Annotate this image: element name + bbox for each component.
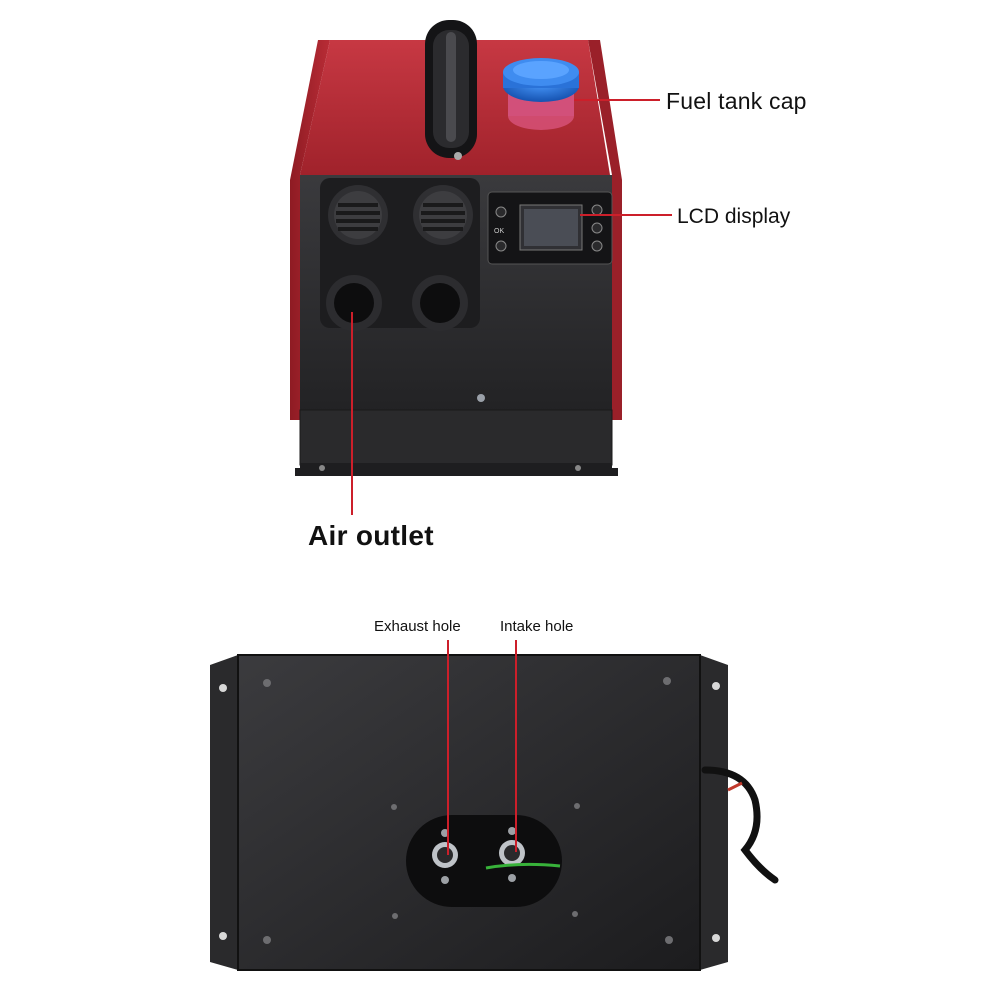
heater-unit: OK	[290, 20, 672, 515]
air-outlet-label: Air outlet	[308, 520, 434, 551]
lcd-control-panel: OK	[487, 191, 613, 265]
exhaust-hole	[432, 829, 458, 884]
vent-top-left	[328, 185, 388, 245]
fuel-tank-cap-label: Fuel tank cap	[666, 88, 807, 114]
intake-hole-label: Intake hole	[500, 618, 574, 635]
vent-top-right	[413, 185, 473, 245]
lcd-display-label: LCD display	[677, 205, 791, 228]
carry-handle	[425, 20, 477, 160]
power-cable	[701, 766, 779, 884]
outlet-pipe-right	[412, 275, 468, 331]
intake-hole	[485, 827, 561, 882]
ok-button-label: OK	[494, 228, 504, 235]
air-outlet-block	[320, 178, 480, 331]
mounting-plate	[210, 640, 779, 971]
outlet-pipe-left	[326, 275, 382, 331]
fuel-tank-cap	[503, 58, 579, 130]
exhaust-hole-label: Exhaust hole	[374, 618, 461, 635]
